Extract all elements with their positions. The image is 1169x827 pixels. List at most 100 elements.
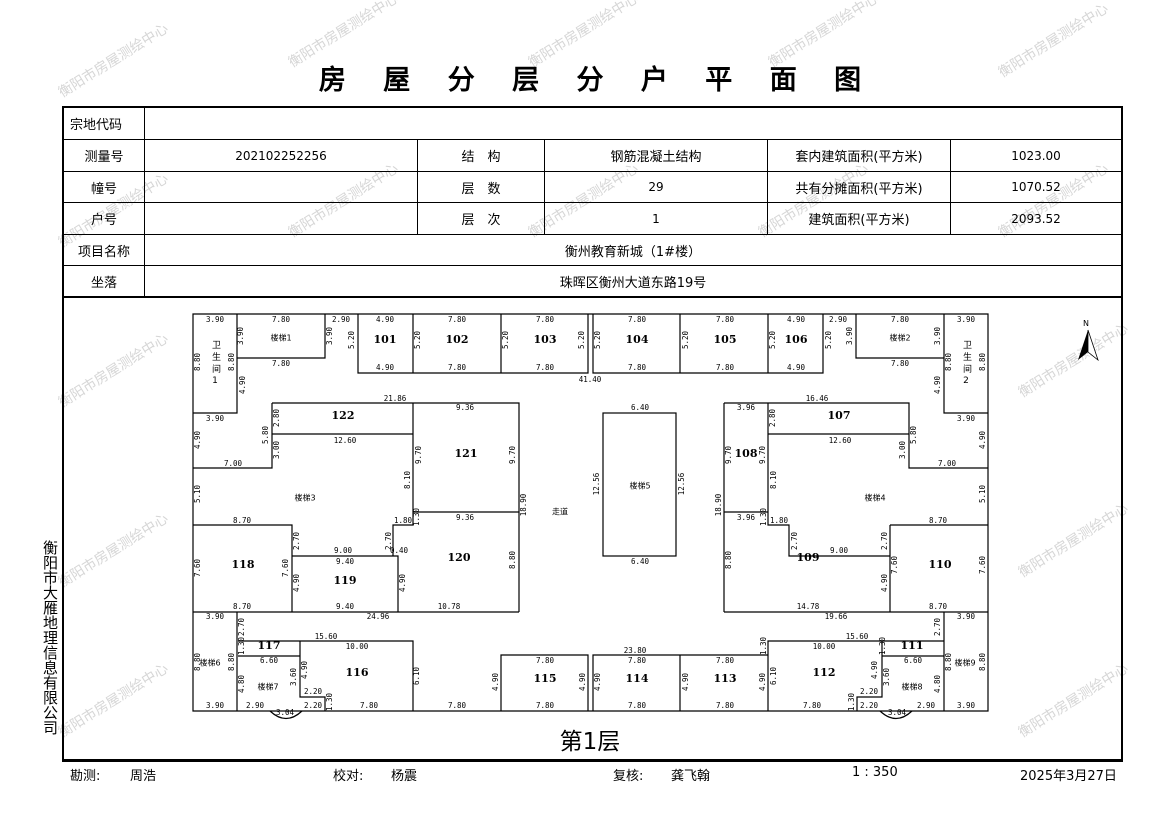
dimension-label: 7.00 (224, 459, 243, 468)
checker-name: 杨震 (391, 769, 418, 784)
dimension-label: 4.90 (870, 660, 879, 679)
dimension-label: 7.80 (536, 701, 555, 710)
dimension-label: 8.80 (227, 352, 236, 371)
dimension-label: 8.80 (508, 550, 517, 569)
dimension-label: 1.30 (325, 692, 334, 711)
dimension-label: 3.00 (898, 440, 907, 459)
parcel-code-label: 宗地代码 (70, 118, 123, 133)
project-label: 项目名称 (77, 244, 130, 260)
dimension-label: 8.70 (233, 516, 252, 525)
dimension-label: 5.20 (577, 330, 586, 349)
room-114: 114 (626, 672, 649, 685)
dimension-label: 3.96 (737, 513, 756, 522)
dimension-label: 6.40 (631, 403, 650, 412)
dimension-label: 3.90 (845, 326, 854, 345)
structure-value: 钢筋混凝土结构 (610, 150, 702, 165)
dimension-label: 4.90 (681, 672, 690, 691)
dimension-label: 5.20 (413, 330, 422, 349)
dimension-label: 7.60 (890, 555, 899, 574)
dimension-label: 3.90 (957, 612, 976, 621)
room-116: 116 (346, 666, 369, 679)
survey-no-value: 202102252256 (235, 148, 327, 163)
dimension-label: 14.78 (797, 602, 820, 611)
restroom-2-label: 卫生间2 (961, 340, 971, 389)
dimension-label: 15.60 (315, 632, 338, 641)
dimension-label: 7.80 (448, 315, 467, 324)
dimension-label: 1.80 (770, 516, 789, 525)
dimension-label: 5.20 (347, 330, 356, 349)
dimension-label: 2.80 (768, 408, 777, 427)
dimension-label: 8.10 (769, 470, 778, 489)
dimension-label: 4.90 (376, 315, 395, 324)
dimension-label: 12.60 (829, 436, 852, 445)
dimension-label: 7.80 (360, 701, 379, 710)
dimension-label: 8.80 (193, 652, 202, 671)
dimension-label: 7.80 (536, 315, 555, 324)
dimension-label: 5.20 (768, 330, 777, 349)
dimension-label: 9.40 (336, 557, 355, 566)
dimension-label: 6.60 (260, 656, 279, 665)
dimension-label: 7.80 (716, 363, 735, 372)
area-label: 楼梯9 (954, 658, 975, 668)
dimension-label: 5.10 (193, 484, 202, 503)
dimension-label: 6.10 (412, 666, 421, 685)
dimension-label: 3.00 (272, 440, 281, 459)
dimension-label: 5.20 (501, 330, 510, 349)
dimension-label: 2.70 (880, 531, 889, 550)
dimension-label: 12.56 (677, 472, 686, 495)
location-label: 坐落 (90, 275, 117, 291)
dimension-label: 5.80 (909, 425, 918, 444)
dimension-label: 7.80 (803, 701, 822, 710)
area-label: 楼梯8 (901, 682, 922, 692)
surveyor-label: 勘测: (70, 769, 101, 784)
shared-area-value: 1070.52 (1011, 180, 1061, 194)
build-area-label: 建筑面积(平方米) (808, 213, 910, 228)
dimension-label: 4.90 (787, 363, 806, 372)
dimension-label: 2.90 (917, 701, 936, 710)
room-104: 104 (626, 333, 649, 346)
dimension-label: 7.80 (536, 656, 555, 665)
dimension-label: 10.00 (813, 642, 836, 651)
inner-area-value: 1023.00 (1011, 148, 1061, 163)
dimension-label: 3.90 (206, 315, 225, 324)
dimension-label: 4.90 (491, 672, 500, 691)
north-label: N (1083, 319, 1089, 328)
dimension-label: 7.80 (448, 363, 467, 372)
dimension-label: 1.30 (759, 636, 768, 655)
floors-value: 29 (648, 180, 664, 194)
dimension-label: 21.86 (384, 394, 407, 403)
dimension-label: 9.70 (508, 445, 517, 464)
dimension-label: 7.80 (448, 701, 467, 710)
dimension-label: 2.80 (272, 408, 281, 427)
build-area-value: 2093.52 (1011, 211, 1061, 226)
dimension-label: 2.90 (332, 315, 351, 324)
dimension-label: 2.20 (860, 687, 879, 696)
dimension-label: 9.36 (456, 513, 475, 522)
room-119: 119 (334, 574, 357, 587)
dimension-label: 8.80 (193, 352, 202, 371)
room-122: 122 (332, 409, 355, 422)
dimension-label: 8.70 (233, 602, 252, 611)
dimension-label: 3.90 (206, 701, 225, 710)
dimension-label: 2.90 (246, 701, 265, 710)
dimension-label: 7.80 (628, 656, 647, 665)
dimension-label: 4.90 (300, 660, 309, 679)
building-no-label: 幢号 (90, 181, 117, 197)
dimension-label: 5.20 (593, 330, 602, 349)
room-117: 117 (258, 639, 281, 652)
dimension-label: 9.00 (830, 546, 849, 555)
dimension-label: 8.80 (978, 652, 987, 671)
dimension-label: 23.80 (624, 646, 647, 655)
dimension-label: 2.20 (304, 701, 323, 710)
unit-no-label: 户号 (90, 213, 117, 228)
dimension-labels: 3.90 7.80 2.90 4.90 7.80 7.80 7.80 7.80 4.90 2.90… (193, 315, 987, 717)
dimension-label: 7.00 (938, 459, 957, 468)
floor-label: 层 次 (461, 213, 501, 228)
dimension-label: 1.30 (412, 507, 421, 526)
dimension-label: 3.90 (206, 414, 225, 423)
dimension-label: 0.40 (390, 546, 409, 555)
dimension-label: 1.30 (878, 636, 887, 655)
dimension-label: 7.80 (628, 701, 647, 710)
